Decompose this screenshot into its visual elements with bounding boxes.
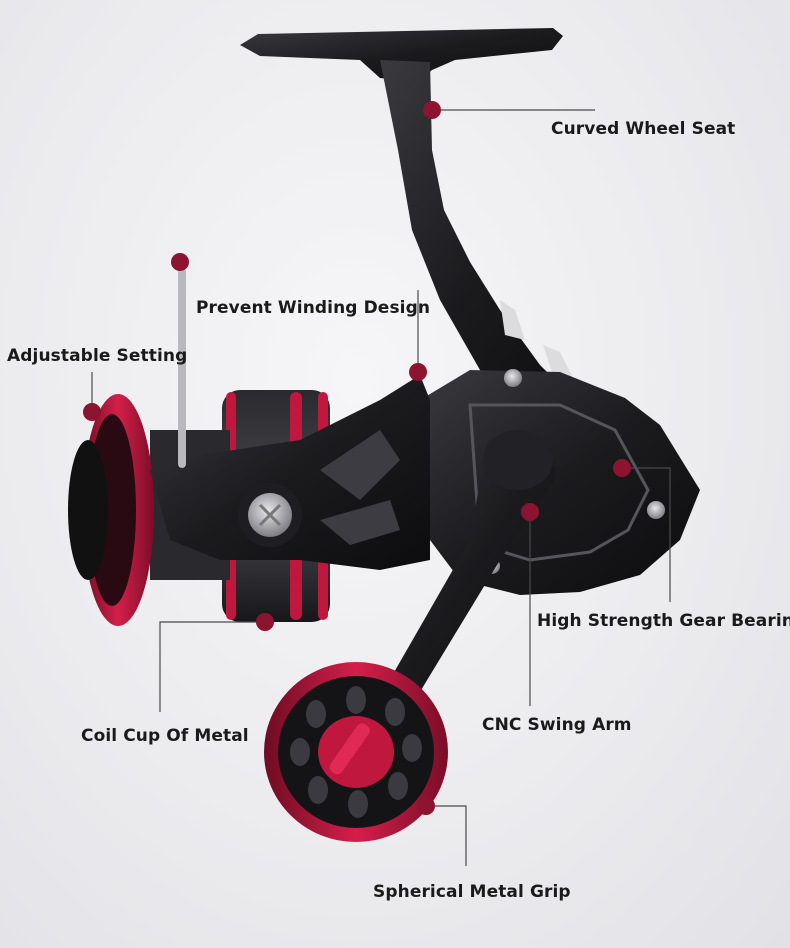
wheel-seat [240, 28, 610, 420]
label-high-strength-gear: High Strength Gear Bearing [537, 611, 790, 631]
label-curved-wheel-seat: Curved Wheel Seat [551, 119, 736, 139]
label-spherical-grip: Spherical Metal Grip [373, 882, 571, 902]
drag-knob [68, 394, 154, 626]
leader-lines [91, 109, 671, 866]
line-roller [238, 483, 302, 547]
label-coil-cup: Coil Cup Of Metal [81, 726, 249, 746]
handle-arm [385, 430, 556, 700]
label-adjustable-setting: Adjustable Setting [7, 346, 188, 366]
rotor [150, 375, 430, 570]
label-prevent-winding: Prevent Winding Design [196, 298, 431, 318]
label-cnc-swing-arm: CNC Swing Arm [482, 715, 632, 735]
handle-grip [264, 662, 448, 842]
bail-wire [178, 268, 186, 468]
callout-dots [83, 101, 631, 815]
